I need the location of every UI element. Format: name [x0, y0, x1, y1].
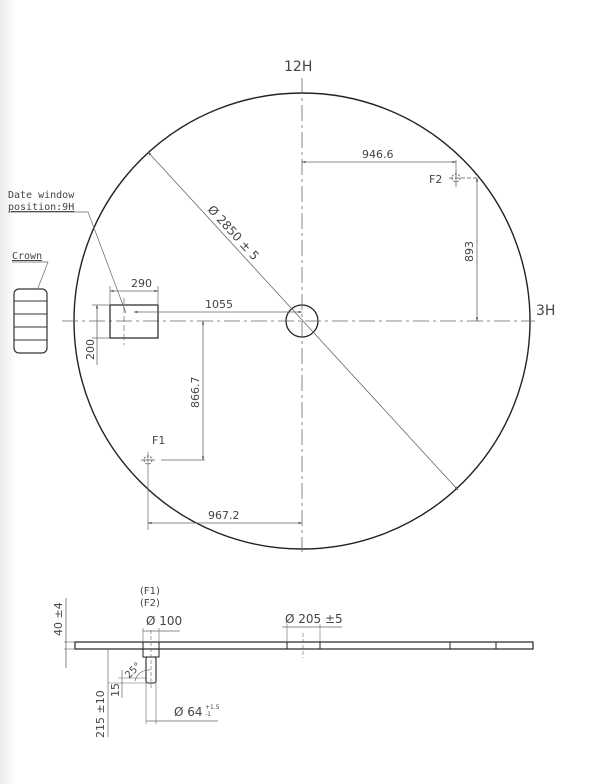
dim-946-label: 946.6 [362, 148, 394, 161]
foot-side [142, 630, 160, 690]
dim-64-tol-lower: -1 [205, 711, 211, 718]
dim-215-label: 215 ±10 [94, 690, 107, 738]
dim-64-label: Ø 64 [174, 705, 203, 719]
dim-893-label: 893 [463, 241, 476, 262]
dim-200-label: 200 [84, 339, 97, 360]
foot-f1-label: F1 [152, 434, 165, 447]
angle-arc [134, 669, 151, 682]
dim-15-label: 15 [109, 683, 122, 697]
foot-f1: F1 [141, 434, 205, 530]
feet-label-f2: (F2) [140, 598, 160, 609]
dim-40-label: 40 ±4 [52, 602, 65, 636]
diameter-dim-line [147, 151, 459, 491]
top-view: 12H 3H Ø 2850 ± 5 F2 946.6 893 290 200 [8, 59, 555, 552]
dim-100-label: Ø 100 [146, 614, 182, 628]
foot-f2: F2 [429, 170, 477, 187]
dim-205-label: Ø 205 ±5 [285, 612, 343, 626]
date-window-label-line1: Date window [8, 190, 75, 201]
label-12h: 12H [284, 59, 312, 75]
diameter-label: Ø 2850 ± 5 [205, 203, 262, 263]
crown-label: Crown [12, 251, 42, 262]
foot-f2-label: F2 [429, 173, 442, 186]
dim-290-label: 290 [131, 277, 152, 290]
date-window-leader [8, 211, 127, 314]
crown-shape [13, 288, 48, 354]
dim-866-label: 866.7 [189, 377, 202, 409]
dial-plate-side [74, 641, 534, 650]
dim-64-tol-upper: +1.5 [205, 704, 220, 711]
page-edge-shadow [0, 0, 16, 784]
crown-leader [12, 261, 49, 289]
date-window-label-line2: position:9H [8, 202, 74, 213]
dim-1055-label: 1055 [205, 298, 233, 311]
date-window [109, 304, 159, 339]
label-3h: 3H [536, 303, 555, 319]
dim-967-label: 967.2 [208, 509, 240, 522]
feet-label-f1: (F1) [140, 586, 160, 597]
side-view: Ø 205 ±5 (F1) (F2) Ø 100 40 ±4 215 ±10 1… [52, 586, 534, 738]
